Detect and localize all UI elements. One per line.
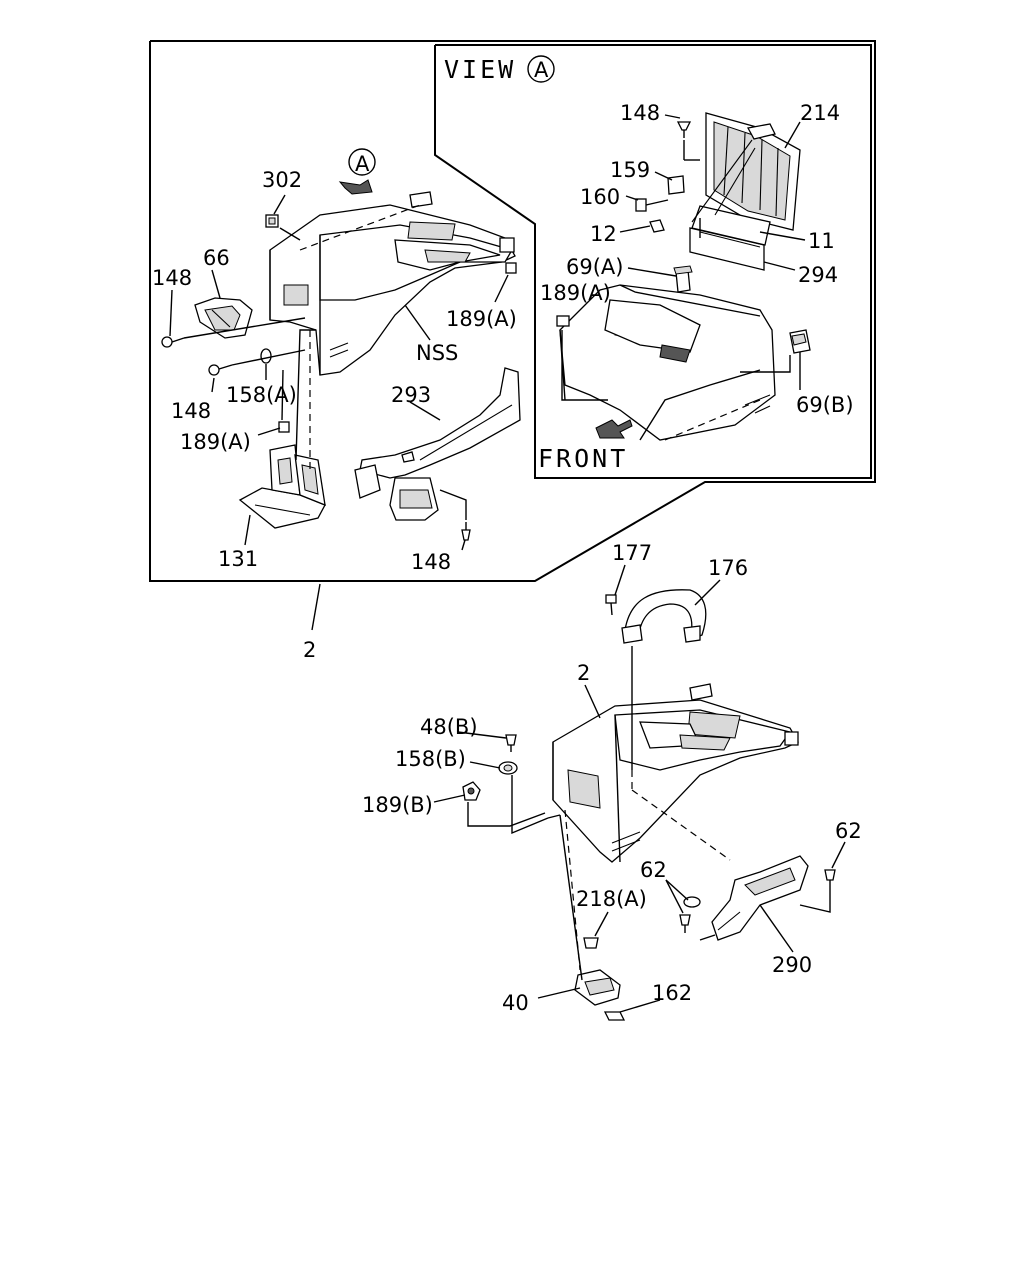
view-a-console-body bbox=[559, 284, 776, 441]
view-title-marker-icon bbox=[527, 55, 555, 83]
view-title-marker: A bbox=[534, 58, 549, 82]
main-leaders bbox=[433, 564, 846, 1013]
view-a-leaders bbox=[561, 114, 806, 401]
front-arrow-icon bbox=[595, 419, 633, 439]
callout-nss: NSS bbox=[416, 341, 458, 365]
callout-62-left: 62 bbox=[640, 858, 667, 882]
callout-159: 159 bbox=[610, 158, 650, 182]
callout-66: 66 bbox=[203, 246, 230, 270]
callout-148-mid: 148 bbox=[171, 399, 211, 423]
callout-189a-right: 189(A) bbox=[446, 307, 517, 331]
callout-69a: 69(A) bbox=[566, 255, 623, 279]
detail-frame bbox=[149, 40, 876, 631]
callout-148-low: 148 bbox=[411, 550, 451, 574]
view-marker-icon bbox=[338, 148, 376, 195]
main-fasteners bbox=[462, 734, 836, 1021]
front-label: FRONT bbox=[538, 444, 628, 473]
callout-214: 214 bbox=[800, 101, 840, 125]
view-a-bracket-294 bbox=[689, 205, 771, 271]
callout-176: 176 bbox=[708, 556, 748, 580]
callout-189b: 189(B) bbox=[362, 793, 433, 817]
bolt-177 bbox=[605, 594, 617, 616]
left-screws bbox=[161, 262, 517, 541]
left-duct-293 bbox=[354, 367, 521, 521]
view-a-nut-189a bbox=[556, 315, 570, 327]
view-a-tray-214 bbox=[705, 112, 801, 231]
view-a-clip-69a bbox=[673, 265, 693, 293]
left-leaders bbox=[169, 194, 509, 551]
callout-62-right: 62 bbox=[835, 819, 862, 843]
callout-69b: 69(B) bbox=[796, 393, 854, 417]
callout-158a: 158(A) bbox=[226, 383, 297, 407]
left-bezel-66 bbox=[194, 297, 253, 339]
callout-189a-view: 189(A) bbox=[540, 281, 611, 305]
left-console-nss bbox=[269, 191, 516, 376]
view-a-clip-69b bbox=[789, 329, 811, 354]
left-nut-302 bbox=[265, 214, 279, 228]
callout-148-view: 148 bbox=[620, 101, 660, 125]
callout-11: 11 bbox=[808, 229, 835, 253]
callout-160: 160 bbox=[580, 185, 620, 209]
callout-158b: 158(B) bbox=[395, 747, 466, 771]
view-marker-letter: A bbox=[355, 152, 370, 176]
callout-177: 177 bbox=[612, 541, 652, 565]
callout-218a: 218(A) bbox=[576, 887, 647, 911]
callout-302: 302 bbox=[262, 168, 302, 192]
handle-176 bbox=[621, 589, 707, 644]
callout-48b: 48(B) bbox=[420, 715, 478, 739]
callout-40: 40 bbox=[502, 991, 529, 1015]
callout-131: 131 bbox=[218, 547, 258, 571]
callout-2-main: 2 bbox=[577, 661, 590, 685]
callout-290: 290 bbox=[772, 953, 812, 977]
main-console-2 bbox=[552, 683, 799, 863]
callout-148-left: 148 bbox=[152, 266, 192, 290]
callout-293: 293 bbox=[391, 383, 431, 407]
bracket-40 bbox=[574, 969, 621, 1006]
bracket-290 bbox=[711, 855, 809, 941]
view-a-screws bbox=[635, 121, 692, 233]
callout-2-top: 2 bbox=[303, 638, 316, 662]
callout-12: 12 bbox=[590, 222, 617, 246]
left-bracket-131 bbox=[238, 444, 326, 529]
view-title: VIEW bbox=[444, 55, 516, 84]
callout-294: 294 bbox=[798, 263, 838, 287]
callout-189a-low: 189(A) bbox=[180, 430, 251, 454]
callout-162: 162 bbox=[652, 981, 692, 1005]
